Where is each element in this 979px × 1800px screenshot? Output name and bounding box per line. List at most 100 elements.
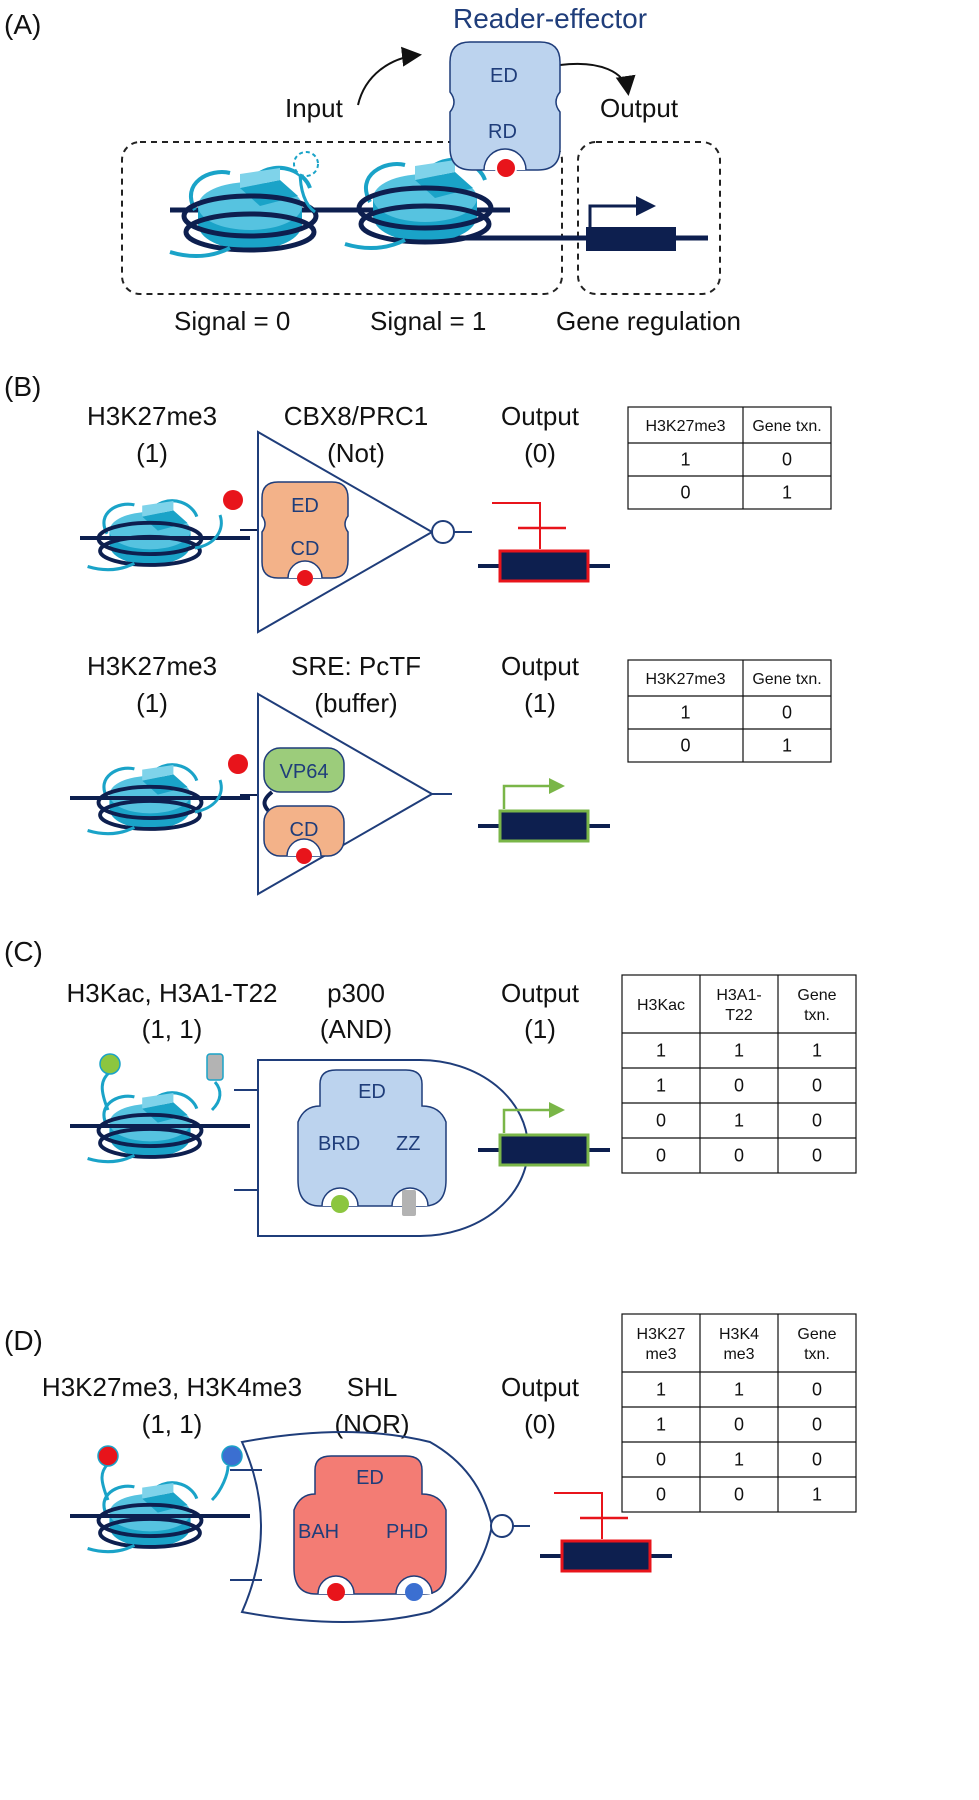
h3k27me3-mark-icon xyxy=(228,754,248,774)
table-header: H3K27me3 xyxy=(645,671,725,688)
table-cell: 0 xyxy=(812,1380,822,1400)
table-header: Gene txn. xyxy=(752,418,821,435)
reader-name: p300 xyxy=(327,978,385,1008)
panel-d-letter: (D) xyxy=(4,1325,43,1356)
bound-mark-icon xyxy=(297,570,313,586)
rd-domain-label: RD xyxy=(488,121,517,143)
output-label: Output xyxy=(501,978,580,1008)
table-cell: 1 xyxy=(782,736,792,756)
table-frame xyxy=(627,659,832,763)
table-header: T22 xyxy=(725,1007,753,1024)
table-header: Gene xyxy=(797,987,836,1004)
signal-0-label: Signal = 0 xyxy=(174,306,290,336)
vp64-domain xyxy=(263,747,345,793)
table-header: H3Kac xyxy=(637,997,685,1014)
table-header: H3A1- xyxy=(716,987,761,1004)
table-cell: 1 xyxy=(656,1415,666,1435)
zz-domain-label: ZZ xyxy=(396,1133,420,1155)
table-frame xyxy=(621,1313,857,1513)
table-header: txn. xyxy=(804,1346,830,1363)
p300-protein xyxy=(297,1069,447,1207)
table-cell: 0 xyxy=(812,1450,822,1470)
inverter-bubble xyxy=(431,520,455,544)
bound-h3a1-icon xyxy=(402,1190,416,1216)
activation-arrow-icon xyxy=(549,778,565,794)
panel-b: (B) H3K27me3 (1) CBX8/PRC1 (Not) Output … xyxy=(4,371,832,896)
mark-value: (1) xyxy=(136,438,168,468)
output-label: Output xyxy=(600,93,679,123)
reader-name: SRE: PcTF xyxy=(291,651,421,681)
table-cell: 1 xyxy=(680,703,690,723)
marks-label: H3K27me3, H3K4me3 xyxy=(42,1372,302,1402)
table-cell: 0 xyxy=(812,1111,822,1131)
h3k27me3-mark-icon xyxy=(97,1445,119,1467)
logic-label: (Not) xyxy=(327,438,385,468)
table-cell: 0 xyxy=(734,1146,744,1166)
output-value: (1) xyxy=(524,688,556,718)
nucleosome xyxy=(85,498,204,572)
input-arrow xyxy=(357,46,422,106)
h3a1-t22-mark-icon xyxy=(206,1053,224,1081)
top-domain-label: VP64 xyxy=(280,761,329,783)
signal-1-label: Signal = 1 xyxy=(370,306,486,336)
table-header: me3 xyxy=(645,1346,676,1363)
gene-box xyxy=(577,141,721,295)
table-cell: 1 xyxy=(680,450,690,470)
gate-buffer: H3K27me3 (1) SRE: PcTF (buffer) Output (… xyxy=(70,651,610,896)
shl-protein xyxy=(293,1455,447,1595)
table-cell: 1 xyxy=(812,1485,822,1505)
table-cell: 0 xyxy=(680,736,690,756)
bound-h3kac-icon xyxy=(331,1195,349,1213)
brd-domain-label: BRD xyxy=(318,1133,360,1155)
reader-effector-title: Reader-effector xyxy=(453,3,647,34)
table-header: txn. xyxy=(804,1007,830,1024)
output-label: Output xyxy=(501,651,580,681)
marks-label: H3Kac, H3A1-T22 xyxy=(67,978,278,1008)
table-cell: 1 xyxy=(656,1041,666,1061)
table-header: Gene xyxy=(797,1326,836,1343)
not-gate-symbol xyxy=(257,430,435,634)
table-cell: 1 xyxy=(782,483,792,503)
panel-c-letter: (C) xyxy=(4,936,43,967)
table-cell: 1 xyxy=(812,1041,822,1061)
logic-label: (buffer) xyxy=(314,688,397,718)
table-cell: 0 xyxy=(812,1415,822,1435)
signal-box xyxy=(121,141,563,295)
gene-body xyxy=(586,227,676,251)
h3kac-mark-icon xyxy=(99,1053,121,1075)
h3k4me3-mark-icon xyxy=(221,1445,243,1467)
logic-label: (NOR) xyxy=(334,1409,409,1439)
ed-domain-label: ED xyxy=(358,1081,386,1103)
reader-name: SHL xyxy=(347,1372,398,1402)
gene-active xyxy=(498,1133,590,1167)
panel-d: (D) H3K27me3, H3K4me3 (1, 1) SHL (NOR) O… xyxy=(4,1313,857,1623)
output-value: (0) xyxy=(524,438,556,468)
reader-effector-protein: ED RD xyxy=(449,41,561,179)
table-cell: 0 xyxy=(734,1076,744,1096)
table-cell: 0 xyxy=(680,483,690,503)
bottom-domain-label: CD xyxy=(291,538,320,560)
gene-regulation-label: Gene regulation xyxy=(556,306,741,336)
table-cell: 0 xyxy=(656,1146,666,1166)
inverter-bubble xyxy=(490,1514,514,1538)
bah-domain-label: BAH xyxy=(298,1521,339,1543)
bound-mark-icon xyxy=(296,848,312,864)
phd-domain-label: PHD xyxy=(386,1521,428,1543)
panel-a-letter: (A) xyxy=(4,9,41,40)
table-frame xyxy=(627,406,832,510)
table-header: me3 xyxy=(723,1346,754,1363)
nor-gate-symbol xyxy=(240,1431,494,1623)
nucleosome-signal-1 xyxy=(345,160,491,248)
top-domain-label: ED xyxy=(291,495,319,517)
bottom-domain-label: CD xyxy=(290,819,319,841)
mark-value: (1) xyxy=(136,688,168,718)
ed-domain-label: ED xyxy=(490,65,518,87)
gene-repressed xyxy=(560,1539,652,1573)
output-label: Output xyxy=(501,1372,580,1402)
ed-domain-label: ED xyxy=(356,1467,384,1489)
